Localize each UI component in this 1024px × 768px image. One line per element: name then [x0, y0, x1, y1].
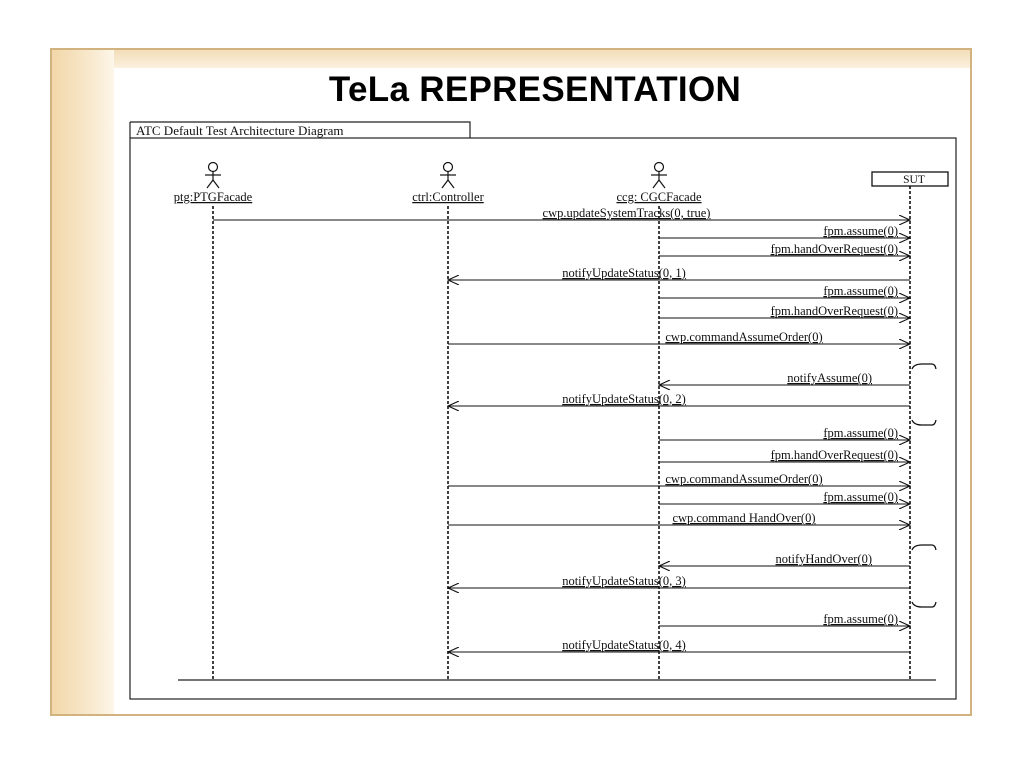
- actor-icon: [205, 161, 221, 189]
- message-label: notifyAssume(0): [787, 371, 872, 385]
- message-label: fpm.assume(0): [823, 490, 898, 504]
- slide-band-left: [52, 50, 114, 714]
- message-label: cwp.command HandOver(0): [672, 511, 815, 525]
- message-label: fpm.assume(0): [823, 426, 898, 440]
- lifeline-label: ctrl:Controller: [412, 190, 484, 204]
- message-label: cwp.updateSystemTracks(0, true): [543, 206, 711, 220]
- group-bracket-top: [911, 363, 937, 370]
- group-bracket-bottom: [911, 601, 937, 608]
- message-label: fpm.assume(0): [823, 224, 898, 238]
- message-label: fpm.handOverRequest(0): [771, 304, 898, 318]
- message-13: fpm.assume(0): [659, 490, 910, 504]
- actor-icon: [440, 161, 456, 189]
- message-label: fpm.assume(0): [823, 612, 898, 626]
- message-10: fpm.assume(0): [659, 426, 910, 440]
- brackets-layer: [911, 363, 937, 608]
- diagram-frame: [129, 137, 957, 700]
- message-label: notifyUpdateStatus(0, 2): [562, 392, 686, 406]
- message-15: notifyHandOver(0): [659, 552, 910, 566]
- message-6: fpm.handOverRequest(0): [659, 304, 910, 318]
- lifeline-ctrl: ctrl:Controller: [412, 161, 485, 680]
- message-11: fpm.handOverRequest(0): [659, 448, 910, 462]
- message-label: notifyUpdateStatus(0, 1): [562, 266, 686, 280]
- message-4: notifyUpdateStatus(0, 1): [448, 266, 910, 280]
- message-label: notifyUpdateStatus(0, 3): [562, 574, 686, 588]
- message-label: fpm.assume(0): [823, 284, 898, 298]
- message-label: cwp.commandAssumeOrder(0): [665, 330, 822, 344]
- message-2: fpm.assume(0): [659, 224, 910, 238]
- diagram-frame-label: ATC Default Test Architecture Diagram: [136, 123, 344, 138]
- message-label: notifyHandOver(0): [776, 552, 873, 566]
- message-18: notifyUpdateStatus(0, 4): [448, 638, 910, 652]
- message-17: fpm.assume(0): [659, 612, 910, 626]
- message-9: notifyUpdateStatus(0, 2): [448, 392, 910, 406]
- message-7: cwp.commandAssumeOrder(0): [448, 330, 910, 344]
- slide-frame: [50, 48, 972, 716]
- message-12: cwp.commandAssumeOrder(0): [448, 472, 910, 486]
- message-5: fpm.assume(0): [659, 284, 910, 298]
- actor-icon: [651, 161, 667, 189]
- message-16: notifyUpdateStatus(0, 3): [448, 574, 910, 588]
- lifelines-layer: ptg:PTGFacade ctrl:Controller ccg: CGCFaca…: [174, 161, 949, 680]
- slide-content-area: [114, 68, 970, 714]
- lifeline-label: SUT: [903, 174, 925, 186]
- lifeline-sut: SUT: [871, 171, 949, 680]
- slide-title: TeLa REPRESENTATION: [328, 70, 742, 109]
- message-8: notifyAssume(0): [659, 371, 910, 385]
- message-label: cwp.commandAssumeOrder(0): [665, 472, 822, 486]
- message-label: fpm.handOverRequest(0): [771, 242, 898, 256]
- group-bracket-bottom: [911, 419, 937, 426]
- message-1: cwp.updateSystemTracks(0, true): [213, 206, 910, 220]
- message-3: fpm.handOverRequest(0): [659, 242, 910, 256]
- lifeline-label: ptg:PTGFacade: [174, 190, 253, 204]
- group-bracket-top: [911, 544, 937, 551]
- lifeline-ptg: ptg:PTGFacade: [174, 161, 253, 680]
- lifeline-ccg: ccg: CGCFacade: [616, 161, 702, 680]
- message-14: cwp.command HandOver(0): [448, 511, 910, 525]
- message-label: fpm.handOverRequest(0): [771, 448, 898, 462]
- diagram-frame-tab: ATC Default Test Architecture Diagram: [129, 121, 471, 138]
- lifeline-label: ccg: CGCFacade: [616, 190, 701, 204]
- message-label: notifyUpdateStatus(0, 4): [562, 638, 686, 652]
- slide-band-top: [52, 50, 970, 68]
- messages-layer: cwp.updateSystemTracks(0, true) fpm.assum…: [213, 206, 910, 652]
